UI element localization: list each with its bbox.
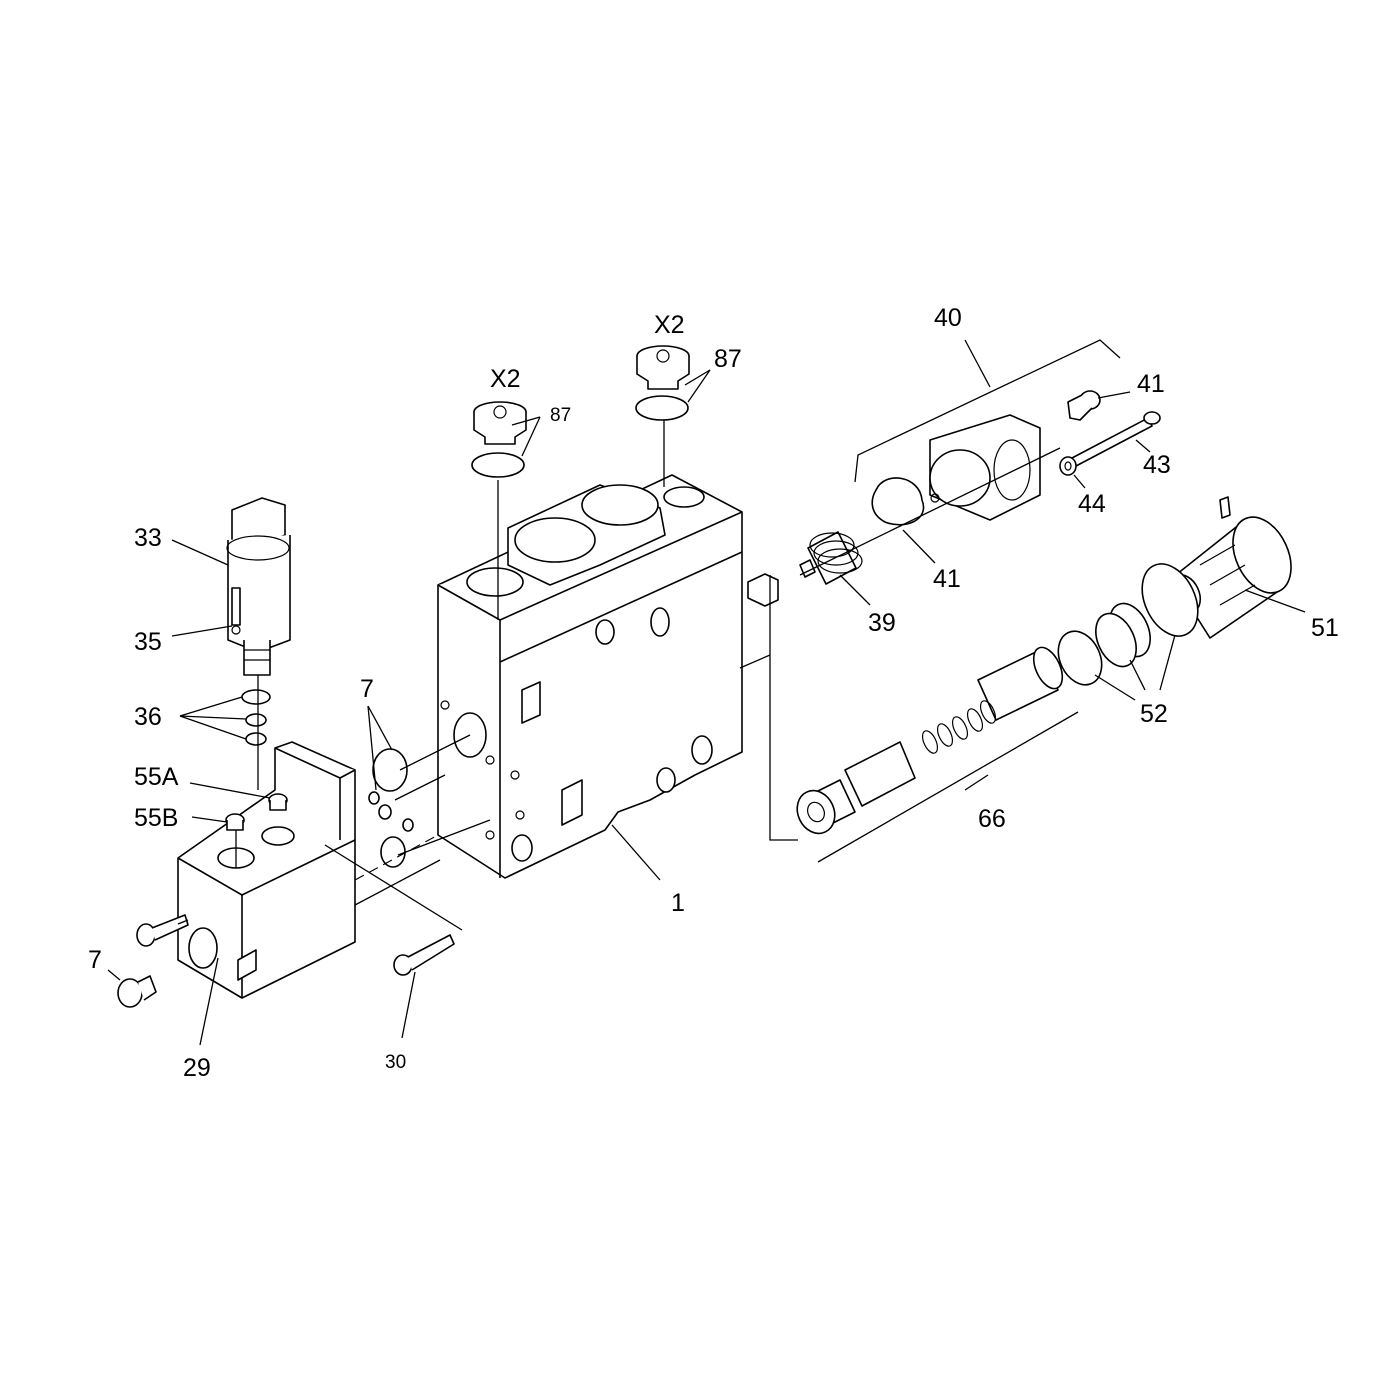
callout-7-bottom: 7	[88, 946, 102, 974]
callout-87-left: 87	[550, 405, 571, 426]
o-ring-part-36-c	[245, 732, 267, 746]
o-ring-87-right	[635, 395, 689, 421]
callout-52: 52	[1140, 700, 1168, 728]
screw-part-30	[393, 934, 455, 976]
callout-1: 1	[671, 889, 685, 917]
callout-7-top: 7	[360, 675, 374, 703]
o-ring-part-36-a	[241, 689, 271, 705]
callout-35: 35	[134, 628, 162, 656]
callout-87-right: 87	[714, 345, 742, 373]
callout-43: 43	[1143, 451, 1171, 479]
plug-part-7-lower	[117, 975, 157, 1008]
callout-44: 44	[1078, 490, 1106, 518]
o-ring-part-52-large	[1141, 563, 1199, 637]
plug-x2-left	[473, 401, 527, 445]
callout-30: 30	[385, 1052, 406, 1073]
callout-labels: X2 X2 87 87 40 41 43 44 41 39 51 52 66 3…	[88, 304, 1339, 1082]
assembly-lines	[177, 420, 1061, 925]
callout-41-bottom: 41	[933, 565, 961, 593]
plug-x2-right	[636, 345, 690, 390]
screw-part-35	[231, 587, 241, 635]
callout-55a: 55A	[134, 763, 179, 791]
screw-part-43	[1071, 411, 1161, 467]
callout-x2-right: X2	[654, 311, 685, 339]
callout-40: 40	[934, 304, 962, 332]
callout-36: 36	[134, 703, 162, 731]
callout-leaders	[107, 339, 1306, 1046]
o-ring-part-36-b	[245, 713, 267, 727]
solenoid-part-33	[226, 497, 291, 676]
o-rings-part-7-upper	[368, 748, 414, 868]
cover-part-40	[929, 414, 1041, 521]
callout-33: 33	[134, 524, 162, 552]
spring-part-39	[799, 531, 863, 585]
callout-51: 51	[1311, 614, 1339, 642]
callout-41-top: 41	[1137, 370, 1165, 398]
plug-part-41	[1067, 390, 1101, 421]
callout-x2-left: X2	[490, 365, 521, 393]
housing-part-29	[177, 741, 356, 999]
washer-part-44	[1059, 456, 1077, 476]
o-ring-part-52-b	[1095, 612, 1137, 668]
valve-body-part-1	[437, 474, 779, 879]
spool-assembly-part-66	[796, 646, 1064, 835]
gasket-part-41	[871, 477, 925, 526]
callout-55b: 55B	[134, 804, 178, 832]
callout-39: 39	[868, 609, 896, 637]
callout-66: 66	[978, 805, 1006, 833]
back-ring-part-52	[1057, 630, 1103, 686]
plug-part-55b	[225, 813, 245, 831]
o-ring-87-left	[471, 452, 525, 478]
plug-part-55a	[268, 793, 288, 811]
callout-29: 29	[183, 1054, 211, 1082]
